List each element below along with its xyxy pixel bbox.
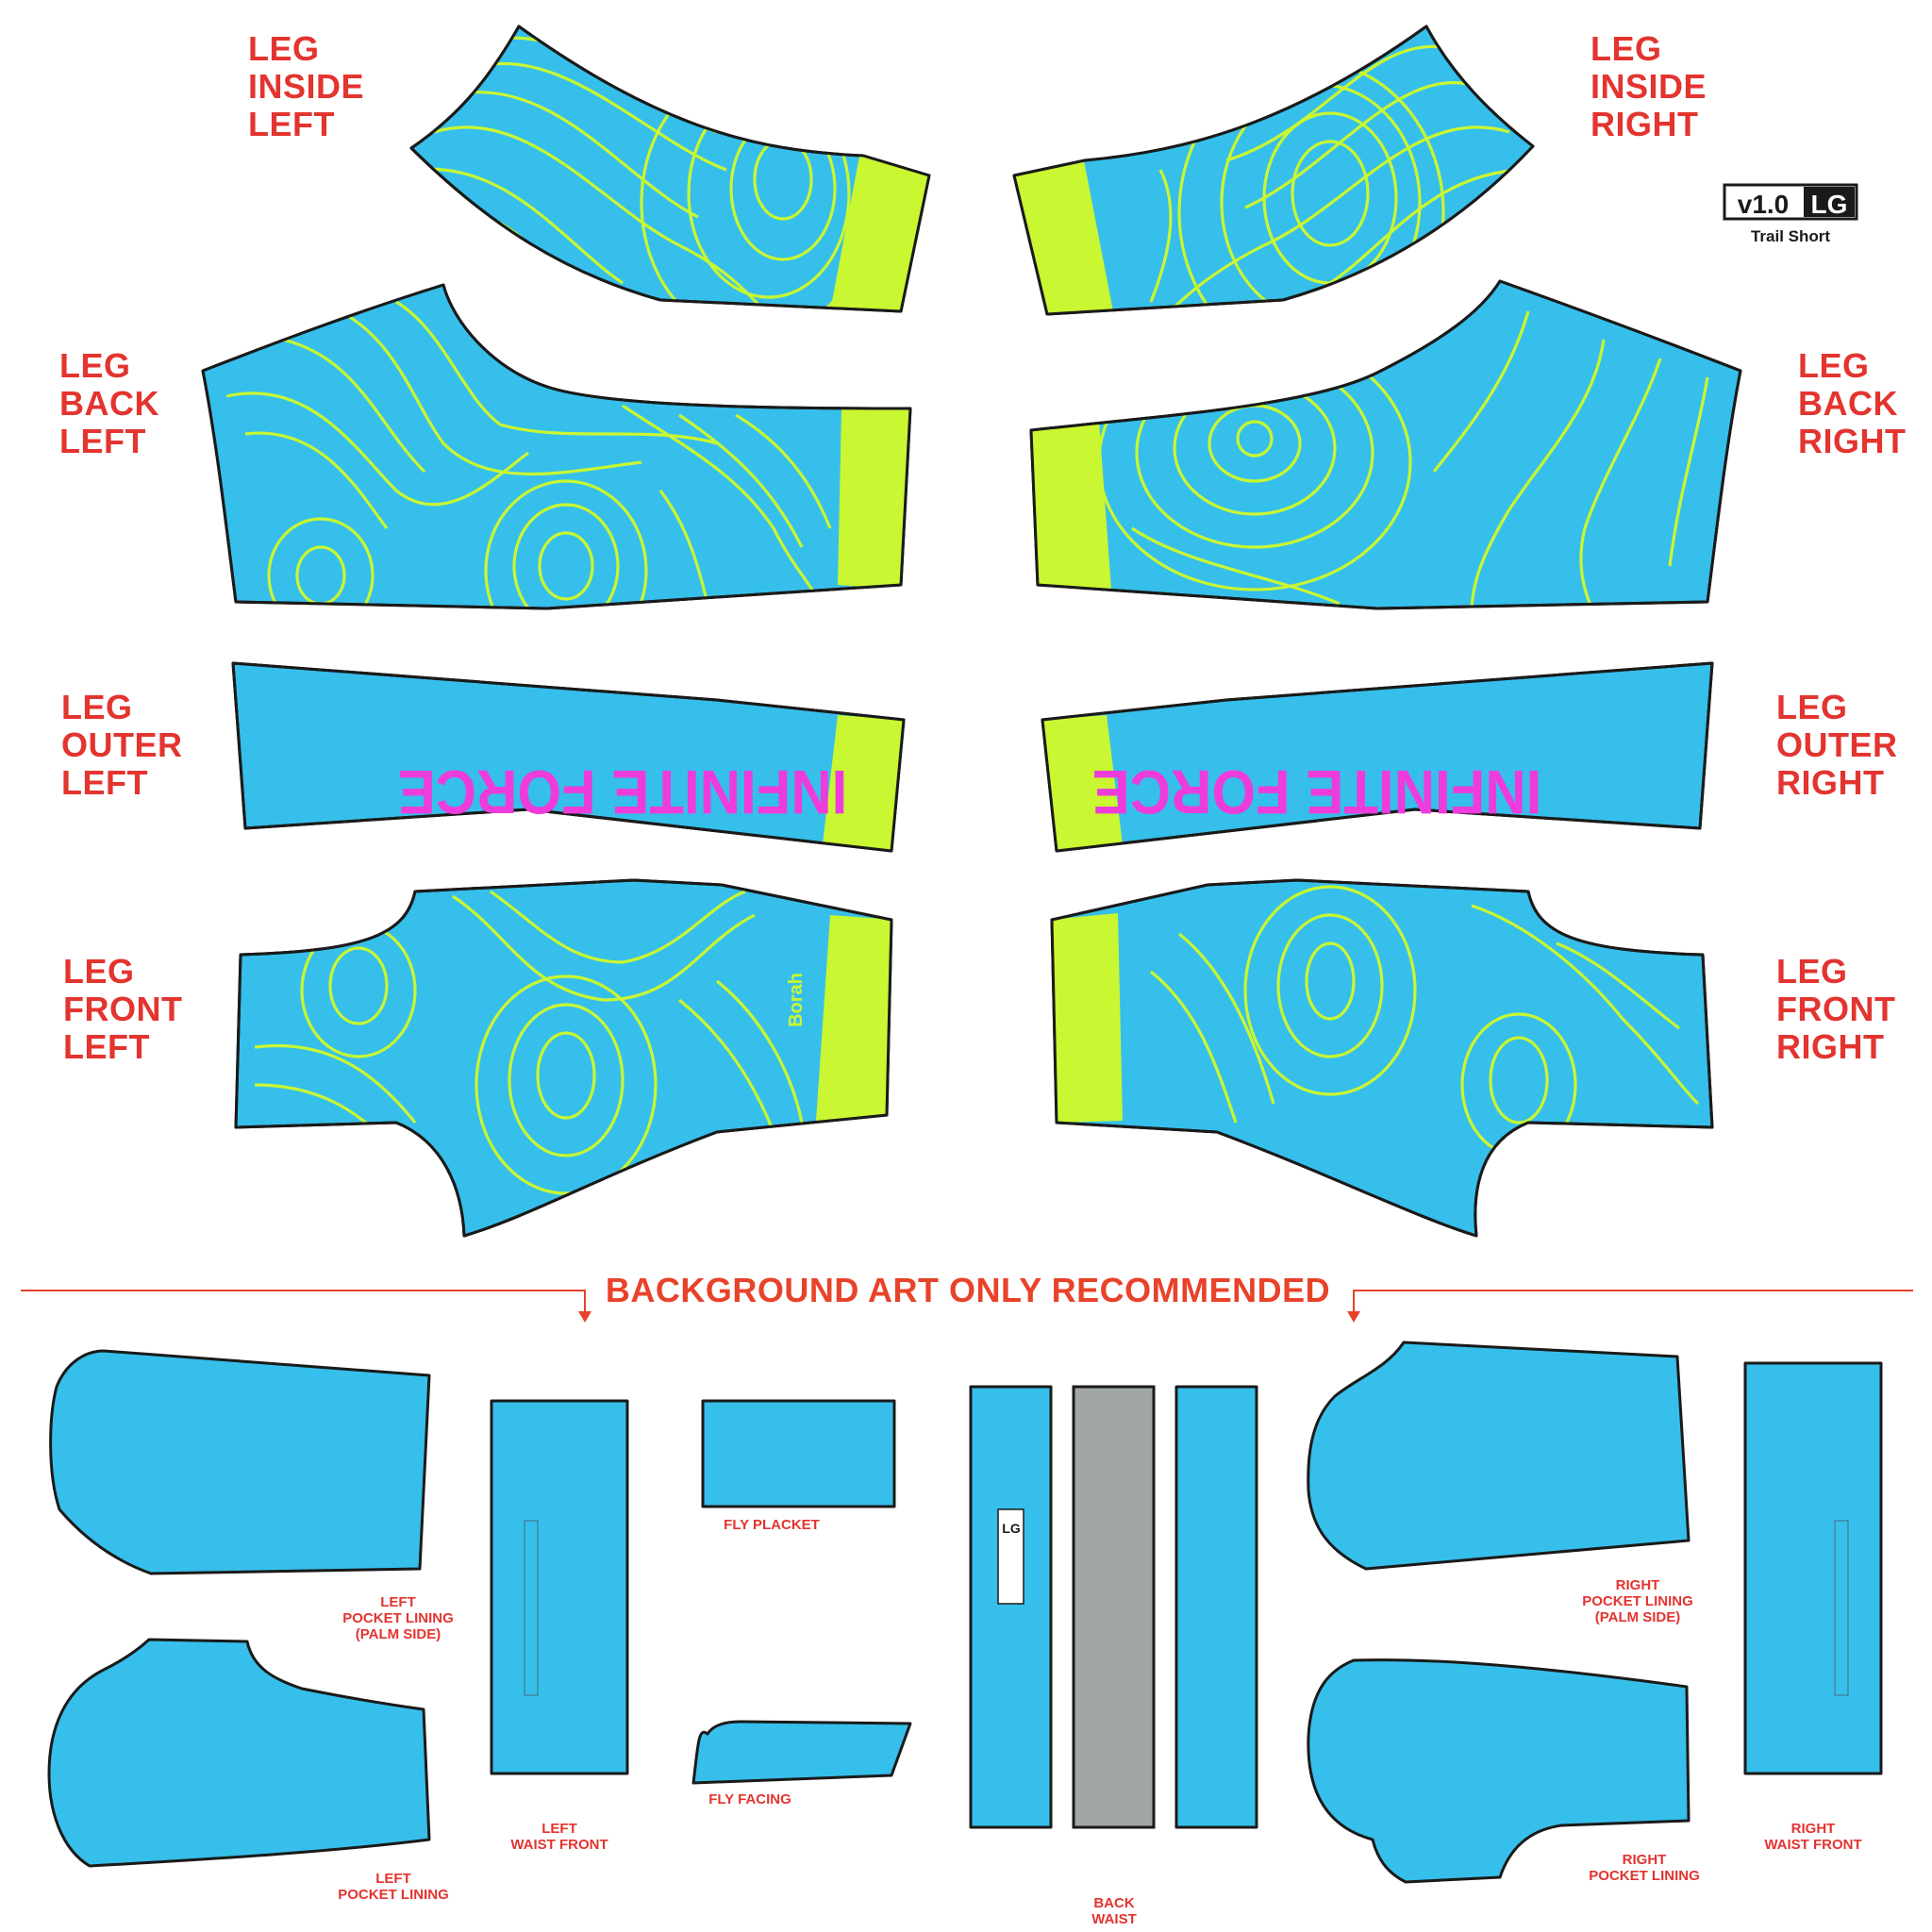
- svg-text:RIGHT: RIGHT: [1623, 1852, 1667, 1868]
- left-pocket-lining-piece: [47, 1638, 431, 1868]
- svg-text:BACK: BACK: [59, 384, 159, 423]
- right-pocket-lining-piece: [1307, 1658, 1690, 1884]
- svg-text:OUTER: OUTER: [61, 725, 183, 764]
- label-back-waist: BACK WAIST: [1091, 1895, 1137, 1927]
- svg-text:LEFT: LEFT: [59, 422, 146, 460]
- svg-text:LEG: LEG: [1798, 346, 1870, 385]
- svg-text:POCKET LINING: POCKET LINING: [1589, 1868, 1700, 1884]
- label-right-waist-front: RIGHT WAIST FRONT: [1764, 1821, 1861, 1853]
- svg-text:LG: LG: [1002, 1521, 1021, 1536]
- svg-text:LEFT: LEFT: [63, 1027, 150, 1066]
- label-left-pocket-lining: LEFT POCKET LINING: [338, 1871, 449, 1903]
- svg-text:(PALM SIDE): (PALM SIDE): [356, 1626, 441, 1642]
- svg-text:(PALM SIDE): (PALM SIDE): [1595, 1609, 1681, 1625]
- label-leg-inside-right: LEG INSIDE RIGHT: [1591, 29, 1707, 143]
- svg-text:LEG: LEG: [1776, 688, 1848, 726]
- svg-text:LG: LG: [1811, 190, 1848, 219]
- svg-text:WAIST FRONT: WAIST FRONT: [510, 1837, 608, 1853]
- svg-text:POCKET LINING: POCKET LINING: [1582, 1593, 1693, 1609]
- fly-placket-piece: [701, 1399, 896, 1508]
- label-leg-outer-left: LEG OUTER LEFT: [61, 688, 183, 802]
- leg-back-left-piece: [201, 283, 912, 610]
- back-waist-piece-1: LG: [969, 1385, 1053, 1829]
- svg-text:LEG: LEG: [59, 346, 131, 385]
- label-right-pocket-lining-palm: RIGHT POCKET LINING (PALM SIDE): [1582, 1577, 1693, 1625]
- background-art-divider: BACKGROUND ART ONLY RECOMMENDED: [21, 1271, 1913, 1323]
- svg-text:LEFT: LEFT: [380, 1594, 416, 1610]
- svg-text:RIGHT: RIGHT: [1591, 105, 1699, 143]
- leg-inside-right-piece: [1012, 25, 1535, 316]
- wordmark-left: INFINITE FORCE: [398, 757, 848, 825]
- back-waist-piece-2: [1072, 1385, 1156, 1829]
- wordmark-right: INFINITE FORCE: [1092, 757, 1542, 825]
- svg-text:LEG: LEG: [248, 29, 320, 68]
- svg-text:LEG: LEG: [1776, 952, 1848, 991]
- left-waist-front-piece: [490, 1399, 629, 1775]
- left-pocket-lining-palm-piece: [49, 1349, 431, 1575]
- brand-logo: Borah: [786, 973, 807, 1027]
- label-left-waist-front: LEFT WAIST FRONT: [510, 1821, 608, 1853]
- leg-inside-left-piece: [409, 25, 931, 313]
- label-fly-placket: FLY PLACKET: [724, 1517, 820, 1533]
- back-waist-piece-3: [1174, 1385, 1258, 1829]
- svg-text:RIGHT: RIGHT: [1616, 1577, 1660, 1593]
- svg-text:LEFT: LEFT: [375, 1871, 411, 1887]
- fly-facing-piece: [691, 1720, 912, 1785]
- svg-text:BACK: BACK: [1093, 1895, 1134, 1911]
- leg-back-right-piece: [1029, 279, 1742, 610]
- version-badge: v1.0 LG Trail Short: [1723, 183, 1858, 245]
- svg-text:INSIDE: INSIDE: [1591, 67, 1707, 106]
- svg-text:RIGHT: RIGHT: [1791, 1821, 1836, 1837]
- svg-text:RIGHT: RIGHT: [1798, 422, 1907, 460]
- leg-front-right-piece: [1050, 878, 1714, 1238]
- svg-text:RIGHT: RIGHT: [1776, 1027, 1885, 1066]
- svg-text:INSIDE: INSIDE: [248, 67, 364, 106]
- label-leg-inside-left: LEG INSIDE LEFT: [248, 29, 364, 143]
- svg-text:POCKET LINING: POCKET LINING: [342, 1610, 454, 1626]
- leg-outer-right-piece: INFINITE FORCE: [1041, 661, 1714, 853]
- label-leg-back-left: LEG BACK LEFT: [59, 346, 159, 460]
- svg-text:FRONT: FRONT: [63, 990, 182, 1028]
- right-waist-front-piece: [1743, 1361, 1883, 1775]
- label-leg-back-right: LEG BACK RIGHT: [1798, 346, 1907, 460]
- svg-text:LEFT: LEFT: [61, 763, 148, 802]
- label-right-pocket-lining: RIGHT POCKET LINING: [1589, 1852, 1700, 1884]
- svg-text:FRONT: FRONT: [1776, 990, 1895, 1028]
- right-pocket-lining-palm-piece: [1307, 1341, 1690, 1571]
- svg-text:LEFT: LEFT: [248, 105, 335, 143]
- svg-text:BACK: BACK: [1798, 384, 1898, 423]
- svg-text:v1.0: v1.0: [1738, 190, 1790, 219]
- label-leg-front-right: LEG FRONT RIGHT: [1776, 952, 1895, 1066]
- label-fly-facing: FLY FACING: [708, 1791, 791, 1807]
- leg-front-left-piece: Borah: [234, 878, 893, 1238]
- svg-text:RIGHT: RIGHT: [1776, 763, 1885, 802]
- svg-text:POCKET LINING: POCKET LINING: [338, 1887, 449, 1903]
- svg-text:LEG: LEG: [1591, 29, 1662, 68]
- banner-text: BACKGROUND ART ONLY RECOMMENDED: [606, 1271, 1330, 1309]
- svg-text:Trail Short: Trail Short: [1751, 227, 1830, 245]
- svg-text:WAIST: WAIST: [1091, 1911, 1137, 1927]
- label-leg-outer-right: LEG OUTER RIGHT: [1776, 688, 1898, 802]
- label-leg-front-left: LEG FRONT LEFT: [63, 952, 182, 1066]
- label-left-pocket-lining-palm: LEFT POCKET LINING (PALM SIDE): [342, 1594, 454, 1642]
- svg-text:OUTER: OUTER: [1776, 725, 1898, 764]
- svg-text:WAIST FRONT: WAIST FRONT: [1764, 1837, 1861, 1853]
- leg-outer-left-piece: INFINITE FORCE: [231, 661, 906, 853]
- svg-text:LEFT: LEFT: [541, 1821, 577, 1837]
- svg-text:LEG: LEG: [61, 688, 133, 726]
- svg-text:LEG: LEG: [63, 952, 135, 991]
